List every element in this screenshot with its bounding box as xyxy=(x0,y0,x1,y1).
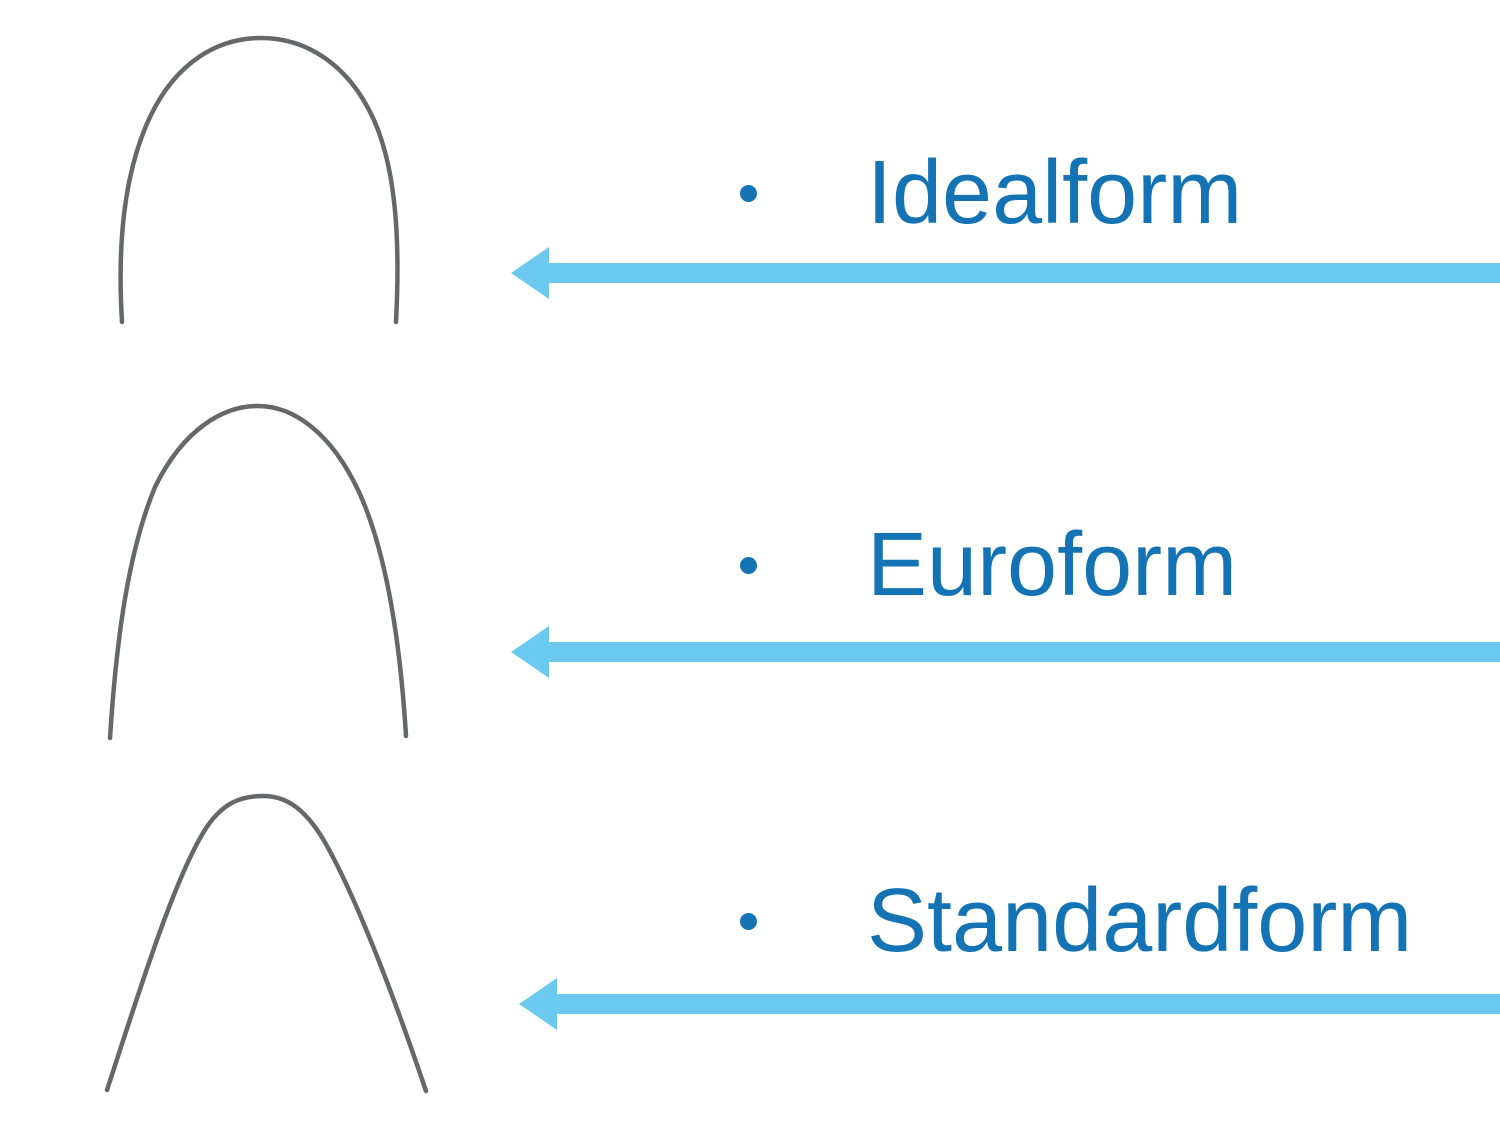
left-arrow-standardform xyxy=(519,978,1500,1030)
standardform-archwire-image xyxy=(60,780,480,1125)
left-arrow-idealform xyxy=(511,247,1500,299)
left-arrow-euroform xyxy=(511,626,1500,678)
label-standardform: Standardform xyxy=(867,871,1413,971)
label-euroform: Euroform xyxy=(867,515,1238,615)
bullet-icon xyxy=(740,556,757,574)
label-row-idealform: Idealform xyxy=(740,148,1242,238)
archwire-curve-icon xyxy=(104,793,429,1094)
archwire-curve-icon xyxy=(118,35,400,325)
idealform-archwire-image xyxy=(80,10,480,340)
left-arrow-icon xyxy=(511,626,1500,678)
left-arrow-icon xyxy=(511,247,1500,299)
label-row-standardform: Standardform xyxy=(740,876,1412,966)
left-arrow-icon xyxy=(519,978,1500,1030)
label-idealform: Idealform xyxy=(867,143,1243,243)
bullet-icon xyxy=(740,912,757,930)
bullet-icon xyxy=(740,184,757,202)
euroform-archwire-image xyxy=(80,390,480,750)
archwire-curve-icon xyxy=(107,403,409,741)
label-row-euroform: Euroform xyxy=(740,520,1237,610)
